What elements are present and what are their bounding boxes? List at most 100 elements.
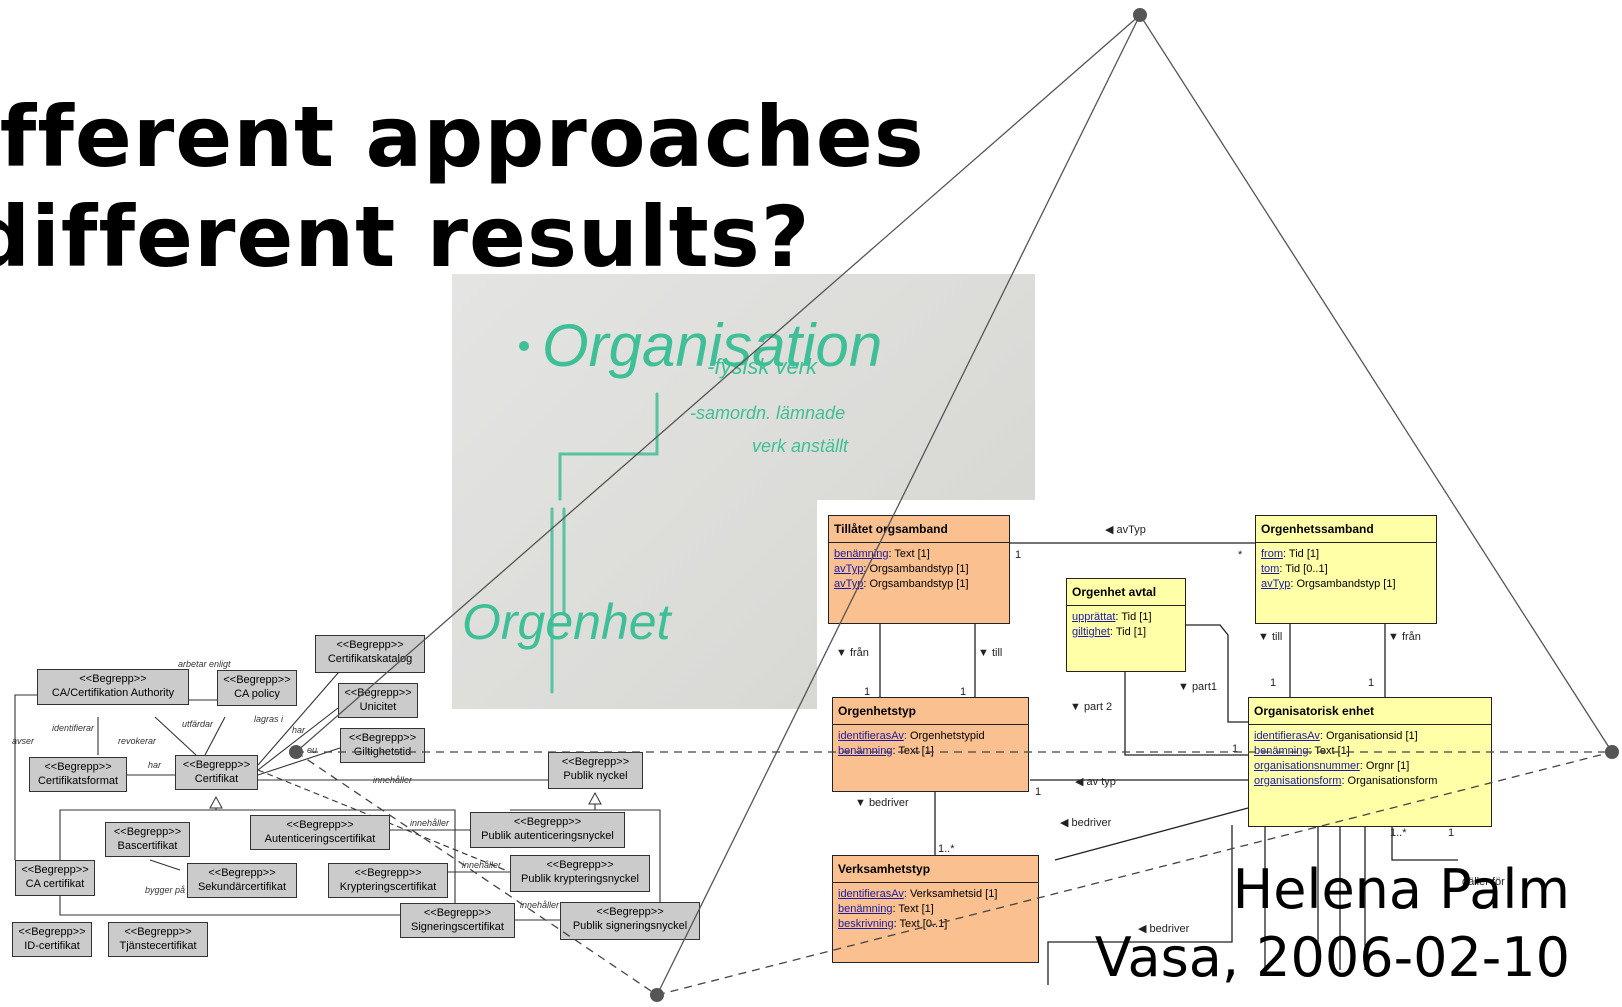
uml-attr: tom: Tid [0..1] [1261, 562, 1431, 577]
uml-attr-name: beskrivning [838, 918, 894, 930]
uml-attr: avTyp: Orgsambandstyp [1] [834, 577, 1004, 592]
uml-attr-type: : Tid [1] [1115, 611, 1152, 623]
uml-line-part1 [1182, 624, 1248, 723]
concept-ca-authority: <<Begrepp>>CA/Certifikation Authority [37, 669, 189, 705]
concept-line-3 [154, 716, 197, 756]
concept-name: CA certifikat [25, 878, 85, 890]
uml-attr: beskrivning: Text [0..1] [838, 917, 1033, 932]
concept-stereotype: <<Begrepp>> [79, 673, 147, 685]
uml-class-name: Tillåtet orgsamband [829, 516, 1009, 543]
uml-mult-7: 1 [1035, 786, 1041, 798]
uml-class-verksamhetstyp: Verksamhetstyp identifierasAv: Verksamhe… [832, 855, 1039, 963]
concept-name: Unicitet [359, 701, 397, 713]
concept-generalization-arrow-2 [588, 791, 602, 805]
photo-note-1: -fysisk verk [707, 354, 818, 379]
uml-attr-name: identifierasAv [838, 730, 904, 742]
concept-autenticeringscertifikat: <<Begrepp>>Autenticeringscertifikat [250, 815, 390, 850]
concept-certifikatsformat: <<Begrepp>>Certifikatsformat [29, 757, 127, 792]
concept-line-4 [204, 716, 226, 756]
uml-mult-5: 1 [1368, 677, 1374, 689]
uml-attr-name: giltighet [1072, 626, 1110, 638]
pyramid-edge-right [1139, 14, 1613, 753]
concept-publik-signeringsnyckel: <<Begrepp>>Publik signeringsnyckel [560, 902, 700, 940]
uml-attr-type: : Orgsambandstyp [1] [863, 578, 969, 590]
uml-mult-6: 1 [1232, 743, 1238, 755]
uml-attr-type: : Text [1] [888, 548, 930, 560]
concept-line-8 [257, 707, 339, 771]
uml-attr-name: from [1261, 548, 1283, 560]
concept-krypteringscertifikat: <<Begrepp>> Krypteringscertifikat [328, 863, 448, 898]
uml-class-orgenhetstyp: Orgenhetstyp identifierasAv: Orgenhetsty… [832, 697, 1029, 792]
concept-stereotype: <<Begrepp>> [223, 674, 291, 686]
uml-attr-type: : Tid [0..1] [1279, 563, 1328, 575]
concept-name: Publik autenticeringsnyckel [481, 830, 614, 842]
uml-attr-name: benämning [838, 903, 893, 915]
uml-class-name: Orgenhetssamband [1256, 516, 1436, 543]
concept-stereotype: <<Begrepp>> [354, 867, 422, 879]
concept-line-19 [149, 859, 181, 871]
concept-unicitet: <<Begrepp>>Unicitet [338, 683, 418, 718]
concept-name: Publik krypteringsnyckel [521, 873, 639, 885]
uml-attr-name: benämning [834, 548, 889, 560]
uml-label-galler: gäller för [1462, 876, 1505, 888]
uml-label-part2: ▼ part 2 [1070, 701, 1112, 713]
concept-stereotype: <<Begrepp>> [348, 732, 417, 744]
uml-attr: benämning: Text [1] [1254, 744, 1486, 759]
concept-certifikat: <<Begrepp>>Certifikat [175, 755, 258, 790]
uml-attr-type: : Text [0..1] [893, 918, 948, 930]
concept-label-har2: har [148, 760, 162, 770]
uml-attr-name: organisationsnummer [1254, 760, 1360, 772]
concept-sekundarcertifikat: <<Begrepp>>Sekundärcertifikat [187, 863, 297, 898]
uml-class-name: Organisatorisk enhet [1249, 698, 1491, 725]
uml-mult-3: 1 [960, 686, 966, 698]
uml-class-name: Orgenhet avtal [1067, 579, 1185, 606]
uml-attr-type: : Orgenhetstypid [903, 730, 985, 742]
concept-line-18 [59, 890, 400, 916]
concept-stereotype: <<Begrepp>> [124, 926, 192, 938]
pyramid-edge-left [295, 14, 1141, 753]
uml-label-bedriver2: ◀ bedriver [1060, 817, 1112, 829]
uml-class-tillatet-orgsamband: Tillåtet orgsamband benämning: Text [1] … [828, 515, 1010, 624]
concept-stereotype: <<Begrepp>> [286, 819, 354, 831]
uml-attr-name: identifierasAv [838, 888, 904, 900]
pyramid-edge-front [656, 14, 1141, 996]
uml-attr-type: : Verksamhetsid [1] [903, 888, 998, 900]
concept-generalization-arrow-1 [209, 795, 223, 809]
concept-stereotype: <<Begrepp>> [513, 816, 582, 828]
uml-label-avtyp-mid: ◀ av typ [1075, 776, 1116, 788]
concept-name: Signeringscertifikat [411, 921, 504, 933]
uml-class-orgenhetssamband: Orgenhetssamband from: Tid [1] tom: Tid … [1255, 515, 1437, 624]
pyramid-corner-right [1605, 745, 1619, 759]
uml-attr-name: tom [1261, 563, 1280, 575]
concept-tjanstecertifikat: <<Begrepp>>Tjänstecertifikat [108, 922, 208, 957]
uml-attr: benämning: Text [1] [834, 547, 1004, 562]
concept-name: Krypteringscertifikat [339, 881, 437, 893]
concept-publik-autenticeringsnyckel: <<Begrepp>> Publik autenticeringsnyckel [470, 812, 625, 848]
slide-title-line1: ifferent approaches [0, 88, 925, 186]
concept-stereotype: <<Begrepp>> [423, 907, 492, 919]
photo-stroke-1 [558, 392, 659, 501]
uml-class-name: Verksamhetstyp [833, 856, 1038, 883]
pyramid-apex [1133, 8, 1147, 22]
uml-line-bedriver3 [1047, 825, 1233, 985]
uml-attr-name: avTyp [834, 563, 864, 575]
concept-name: Bascertifikat [117, 840, 178, 852]
concept-label-har1: har [292, 725, 306, 735]
concept-name: Certifikatskatalog [327, 653, 413, 665]
photo-bullet [519, 341, 529, 351]
uml-attr-type: : Orgsambandstyp [1] [1290, 578, 1396, 590]
concept-publik-krypteringsnyckel: <<Begrepp>>Publik krypteringsnyckel [510, 855, 650, 892]
concept-line-14 [510, 809, 661, 920]
uml-attr-name: upprättat [1072, 611, 1116, 623]
photo-note-3: verk anställt [752, 436, 849, 456]
concept-label-revokerar: revokerar [118, 736, 157, 746]
uml-attr: giltighet: Tid [1] [1072, 625, 1180, 640]
uml-attr-name: avTyp [1261, 578, 1291, 590]
concept-ca-certifikat: <<Begrepp>>CA certifikat [15, 860, 95, 896]
uml-attr-type: : Text [1] [892, 745, 934, 757]
pyramid-corner-left [289, 745, 303, 759]
concept-ca-policy: <<Begrepp>>CA policy [217, 670, 297, 706]
concept-bascertifikat: <<Begrepp>>Bascertifikat [105, 822, 190, 857]
